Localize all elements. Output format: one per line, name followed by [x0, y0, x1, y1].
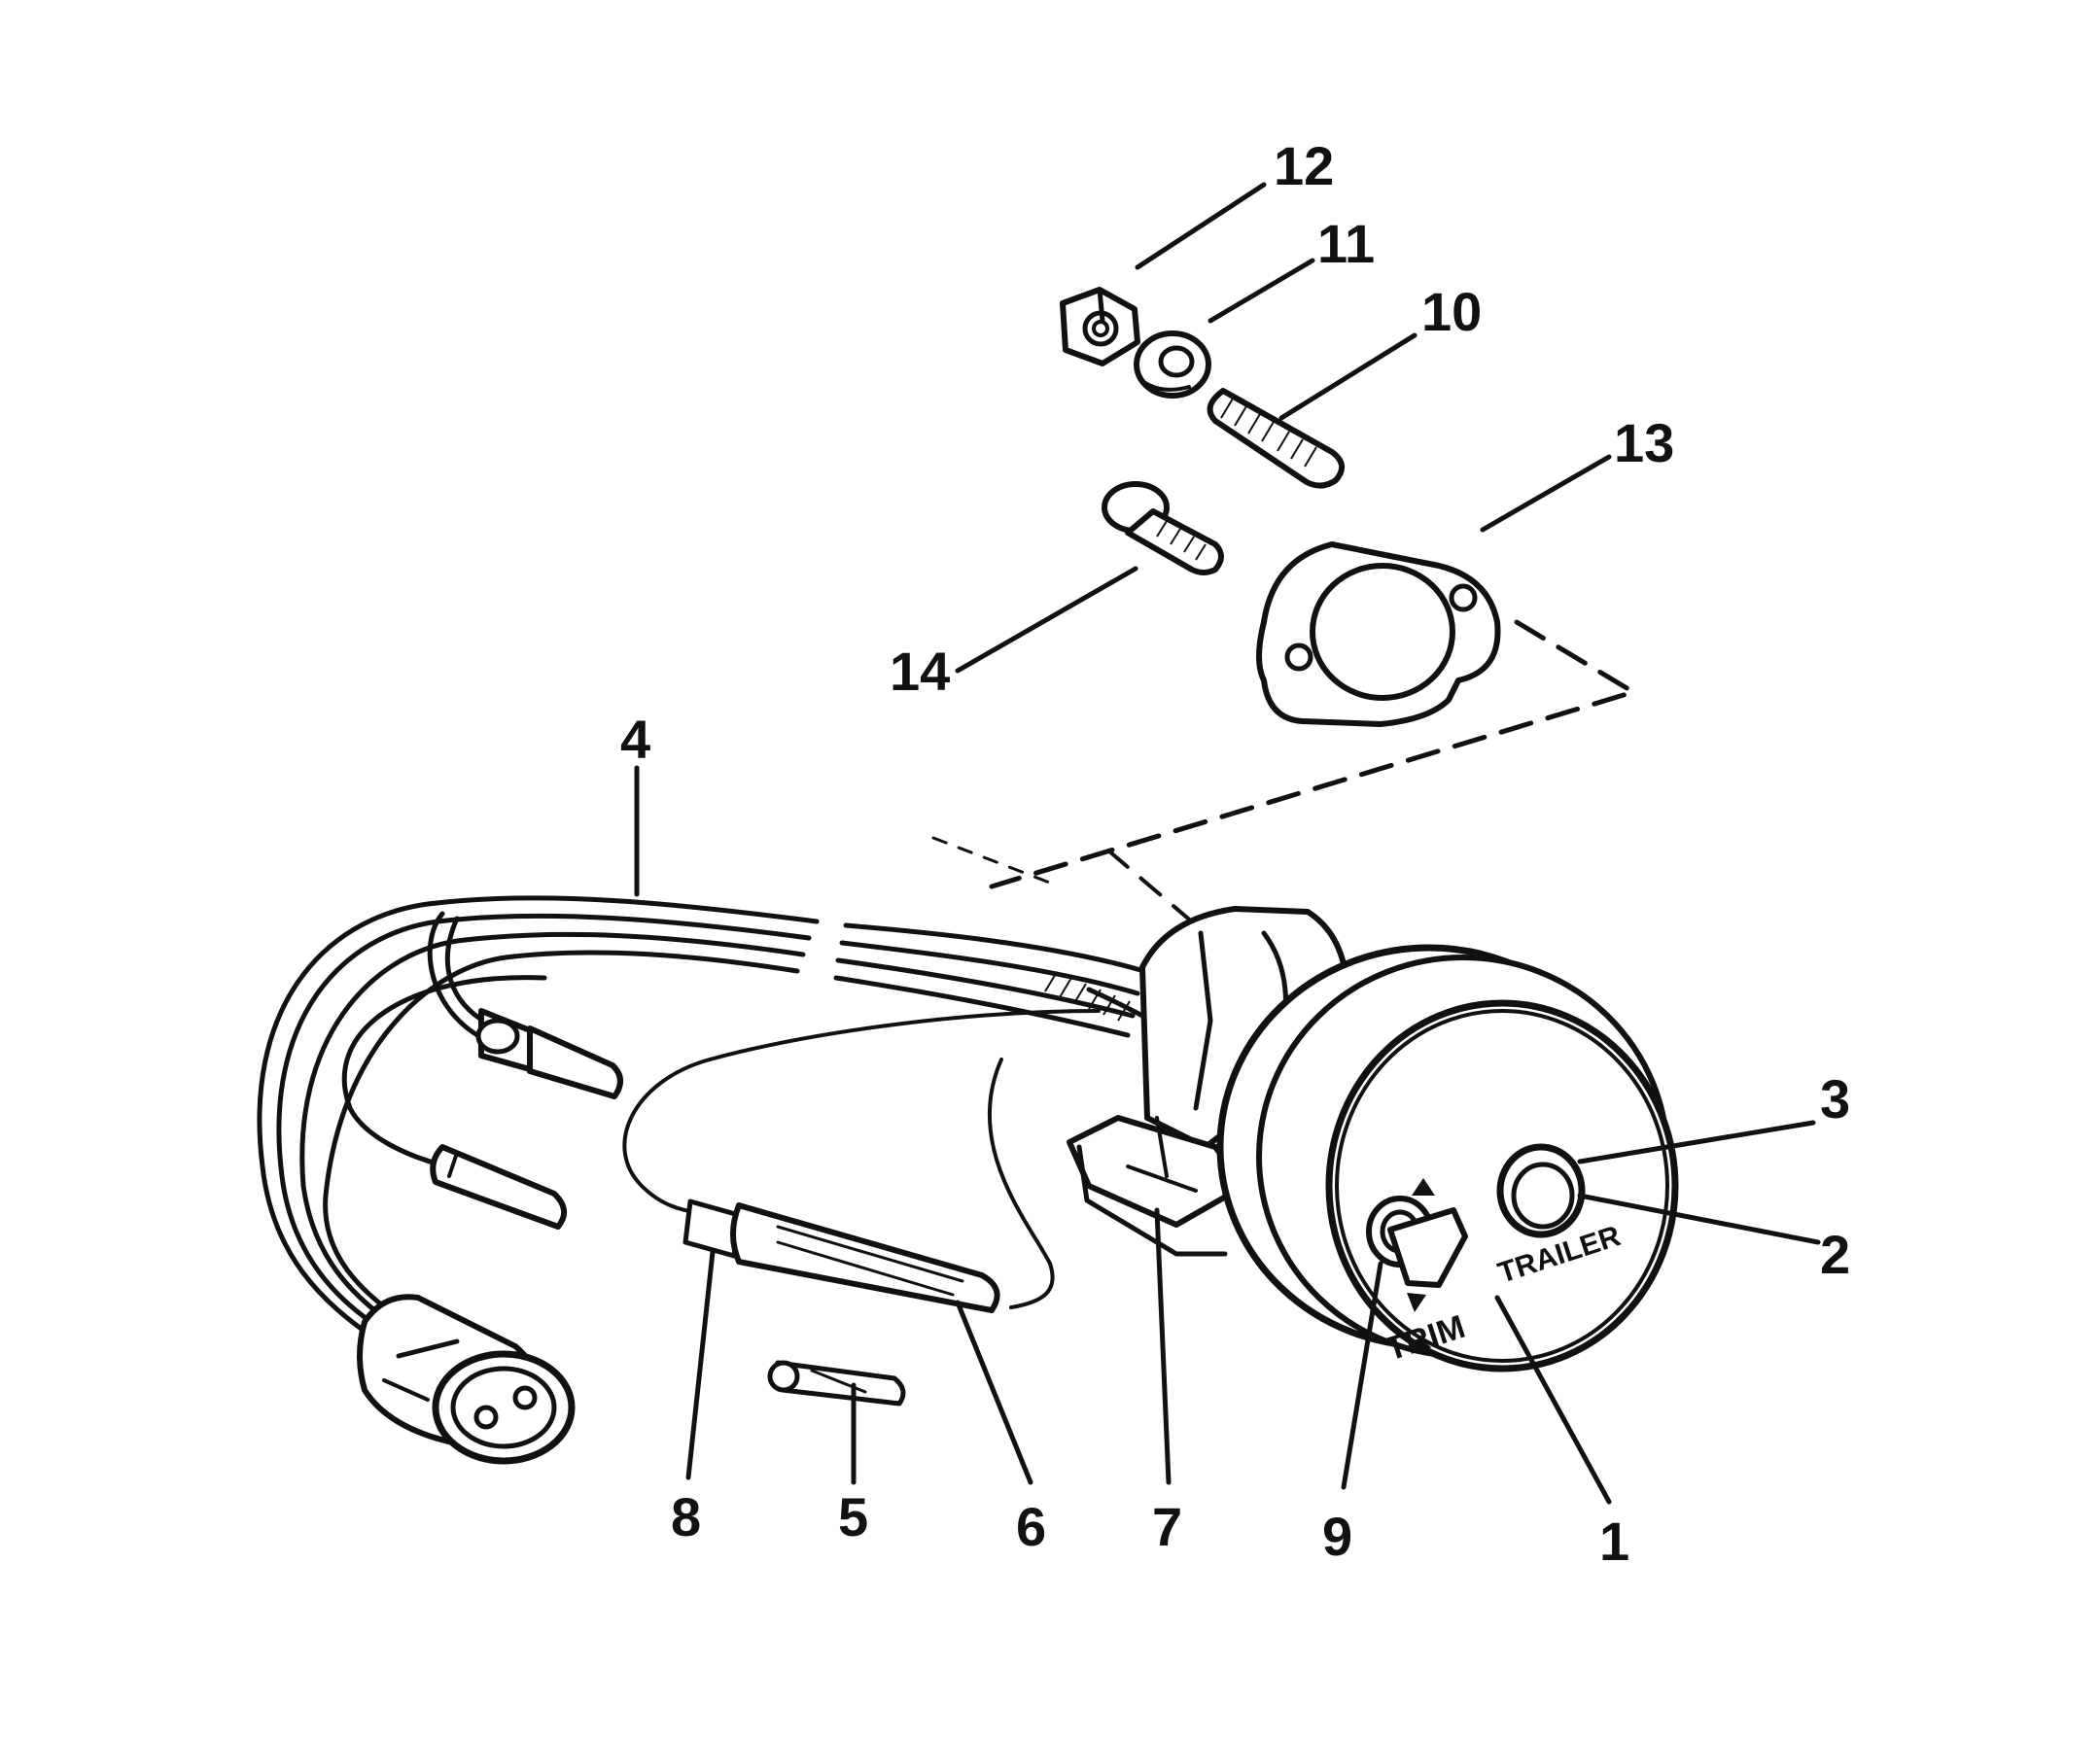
leader-lines	[634, 182, 1821, 1505]
callout-8: 8	[671, 1486, 701, 1547]
callout-3: 3	[1820, 1068, 1850, 1129]
callout-12: 12	[1274, 135, 1334, 196]
bullet-connector-lower	[341, 975, 567, 1230]
threaded-stud	[1207, 388, 1345, 489]
callout-4: 4	[620, 709, 650, 770]
callout-6: 6	[1016, 1496, 1046, 1557]
callout-14: 14	[890, 641, 950, 702]
hex-nut	[1060, 287, 1140, 366]
mounting-screw	[1102, 481, 1224, 575]
harness-plug-connector	[357, 1294, 576, 1465]
wire-harness	[257, 895, 1228, 1344]
bullet-connector-upper	[427, 911, 623, 1099]
callout-9: 9	[1322, 1506, 1352, 1567]
callout-11: 11	[1317, 213, 1375, 274]
mounting-gasket	[1256, 541, 1501, 727]
fuse	[767, 1360, 906, 1407]
trim-down-arrow-icon	[1407, 1293, 1426, 1312]
callout-1: 1	[1599, 1511, 1629, 1572]
callout-7: 7	[1152, 1496, 1182, 1557]
lock-washer	[1134, 330, 1211, 399]
alignment-dashed-lines	[931, 619, 1636, 925]
callout-13: 13	[1614, 412, 1674, 473]
fuse-holder-lead	[622, 1009, 1101, 1313]
callout-5: 5	[838, 1486, 868, 1547]
trim-control-body	[1044, 906, 1679, 1372]
callout-numbers: 12 11 10 13 14 4 3 2 8 5 6 7 9 1	[620, 135, 1850, 1572]
callout-10: 10	[1421, 281, 1482, 342]
callout-2: 2	[1820, 1224, 1850, 1285]
trim-up-arrow-icon	[1412, 1178, 1435, 1196]
